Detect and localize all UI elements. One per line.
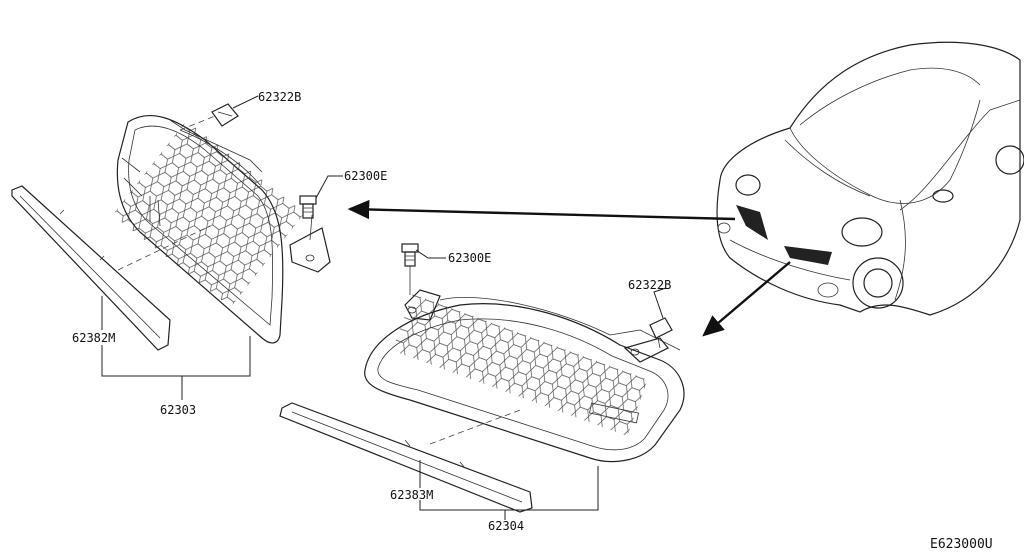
- molding-right: [279, 402, 533, 513]
- label-grille-left-assy: 62303: [160, 403, 196, 417]
- car-illustration: [716, 41, 1024, 316]
- left-bracket: [289, 214, 331, 273]
- diagram-code: E623000U: [930, 537, 993, 552]
- label-clip-right: 62322B: [628, 278, 671, 292]
- right-grille: [364, 294, 685, 463]
- fastener-right-icon: [401, 243, 419, 295]
- arrow-to-right-grille: [702, 261, 791, 337]
- molding-left: [11, 185, 171, 351]
- label-fastener-right: 62300E: [448, 251, 491, 265]
- arrow-to-left-grille: [347, 199, 736, 221]
- clip-right-icon: [649, 317, 673, 349]
- label-grille-right-assy: 62304: [488, 519, 524, 533]
- label-clip-upper-left: 62322B: [258, 90, 301, 104]
- right-upper-bracket: [404, 289, 669, 363]
- label-molding-right: 62383M: [390, 488, 433, 502]
- left-grille: [112, 114, 304, 344]
- label-fastener-left: 62300E: [344, 169, 387, 183]
- label-molding-left: 62382M: [72, 331, 115, 345]
- fastener-left-icon: [299, 195, 317, 219]
- clip-upper-left-icon: [211, 103, 239, 127]
